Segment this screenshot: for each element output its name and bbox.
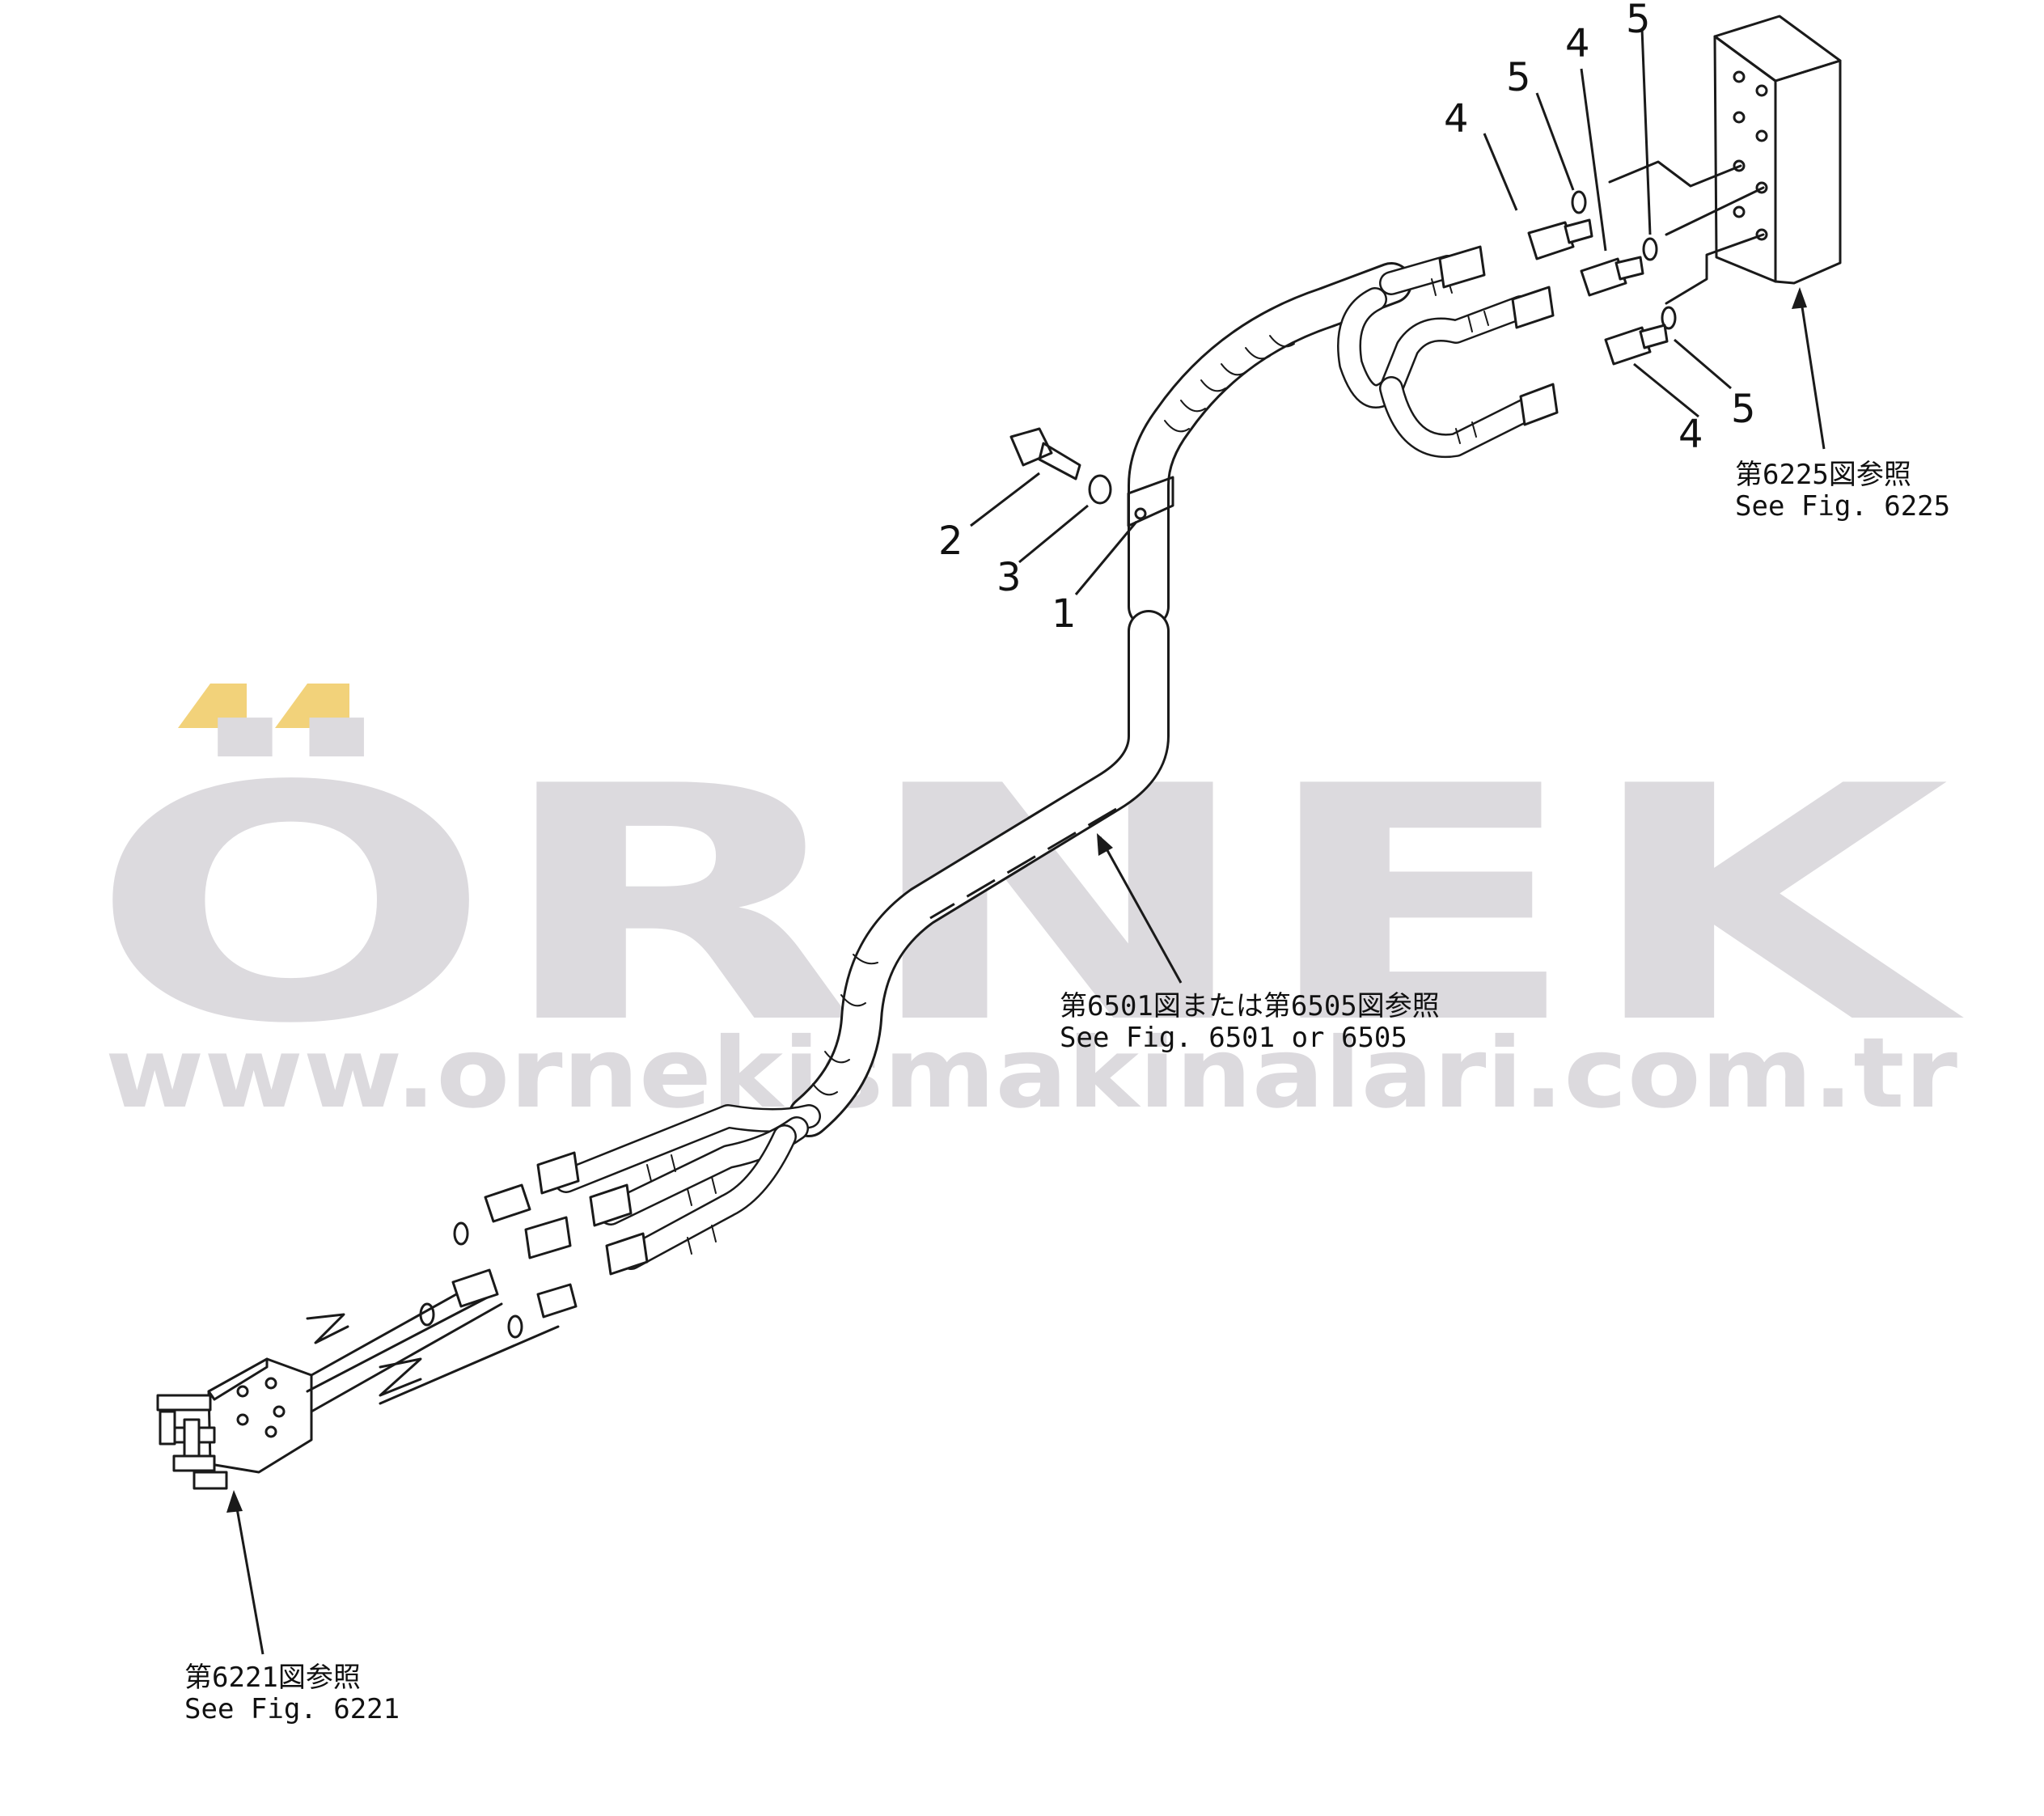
fittings-bottom: [419, 1151, 649, 1339]
ref-middle: 第6501図または第6505図参照 See Fig. 6501 or 6505: [1060, 990, 1440, 1054]
watermark-accent-left: [178, 684, 247, 728]
callout-4-top-mid: 4: [1565, 21, 1590, 66]
bolt-part-2: [1009, 427, 1081, 480]
callout-4-top-left: 4: [1444, 96, 1469, 142]
callout-3: 3: [997, 555, 1022, 600]
callout-2: 2: [938, 519, 963, 564]
valve-block-bottom: [156, 1276, 560, 1490]
callout-5-top-mid: 5: [1626, 0, 1651, 42]
ref-top-right: 第6225図参照 See Fig. 6225: [1735, 459, 1950, 523]
o-rings-top: [1571, 190, 1677, 330]
ref-bottom-left: 第6221図参照 See Fig. 6221: [184, 1661, 400, 1725]
manifold-block-top: [1608, 15, 1842, 305]
ref-top-right-jp: 第6225図参照: [1735, 459, 1911, 491]
ref-middle-jp: 第6501図または第6505図参照: [1060, 990, 1440, 1022]
washer-part-3: [1088, 474, 1112, 505]
ref-bottom-left-jp: 第6221図参照: [184, 1661, 361, 1694]
watermark: ÖRNEK www.ornekismakinalari.com.tr: [89, 684, 1967, 1130]
callout-4-bottom: 4: [1678, 412, 1703, 457]
ref-middle-en: See Fig. 6501 or 6505: [1060, 1022, 1407, 1054]
watermark-accent-right: [275, 684, 349, 728]
ref-top-right-en: See Fig. 6225: [1735, 490, 1950, 523]
fittings-top: [1438, 190, 1677, 426]
callout-1: 1: [1052, 591, 1077, 637]
watermark-brand: ÖRNEK: [89, 714, 1967, 1094]
adapter-fittings-top: [1527, 218, 1669, 366]
callout-numbers: 1 2 3 4 5 4 5 5 4: [938, 0, 1756, 637]
watermark-url: www.ornekismakinalari.com.tr: [105, 1018, 1957, 1130]
callout-5-bottom: 5: [1731, 387, 1756, 432]
leader-lines: [226, 28, 1826, 1655]
hose-assembly: [554, 255, 1541, 1270]
callout-5-top-left: 5: [1506, 55, 1531, 100]
ref-bottom-left-en: See Fig. 6221: [184, 1693, 400, 1725]
